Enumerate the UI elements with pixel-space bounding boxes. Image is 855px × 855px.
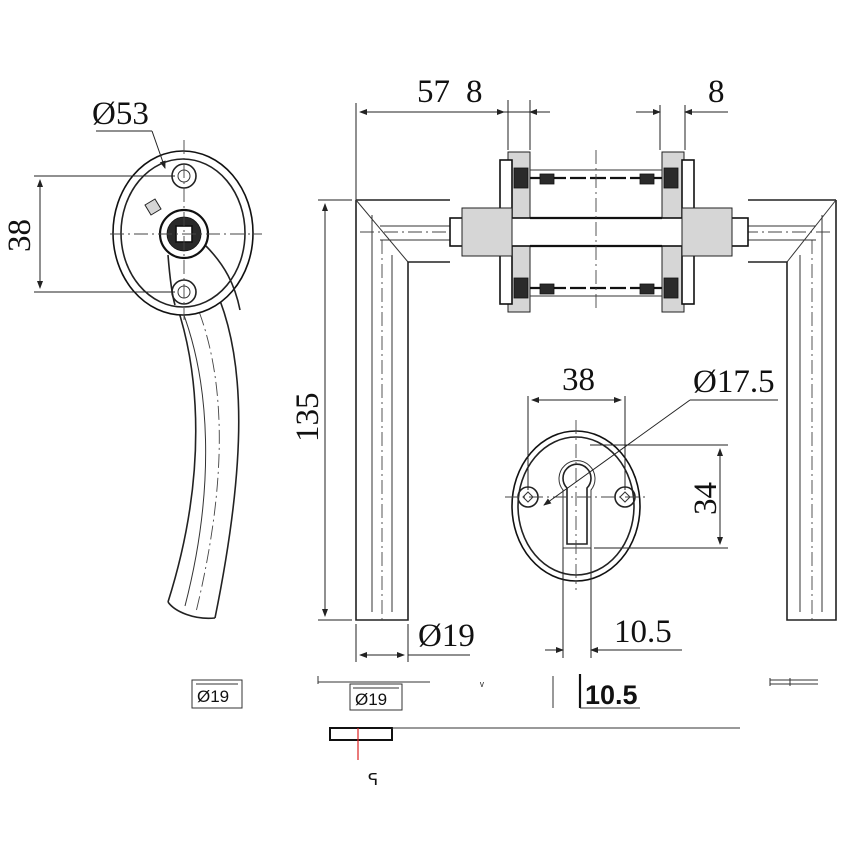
spindle-left-label: 8 bbox=[466, 74, 483, 110]
escutcheon-width-label: 38 bbox=[562, 362, 595, 398]
bar-diameter-label: Ø19 bbox=[418, 618, 475, 654]
keyhole-offset-label: 10.5 bbox=[614, 614, 672, 650]
width-57-label: 57 bbox=[417, 74, 450, 110]
bottom-box-left-label: Ø19 bbox=[197, 687, 229, 706]
rose-height-label: 38 bbox=[2, 219, 38, 252]
rose-diameter-label: Ø53 bbox=[92, 96, 149, 132]
bottom-bold-value: 10.5 bbox=[585, 680, 638, 710]
front-view-levers: 135 Ø19 bbox=[290, 150, 837, 662]
top-dimensions: 57 8 8 bbox=[355, 74, 728, 200]
bottom-mark-small: ᵥ bbox=[479, 675, 484, 689]
escutcheon-view: 38 Ø17.5 34 10.5 bbox=[505, 362, 778, 658]
keyhole-height-label: 34 bbox=[688, 482, 724, 515]
spindle-right-label: 8 bbox=[708, 74, 725, 110]
side-view-lever: Ø53 38 bbox=[2, 96, 262, 620]
handle-length-label: 135 bbox=[290, 393, 326, 443]
bottom-mark: ᕋ bbox=[368, 770, 378, 789]
bottom-box-middle-label: Ø19 bbox=[355, 690, 387, 709]
keyhole-diameter-label: Ø17.5 bbox=[693, 364, 775, 400]
bottom-strip: Ø19 Ø19 ᵥ 10.5 ᕋ bbox=[191, 674, 818, 789]
